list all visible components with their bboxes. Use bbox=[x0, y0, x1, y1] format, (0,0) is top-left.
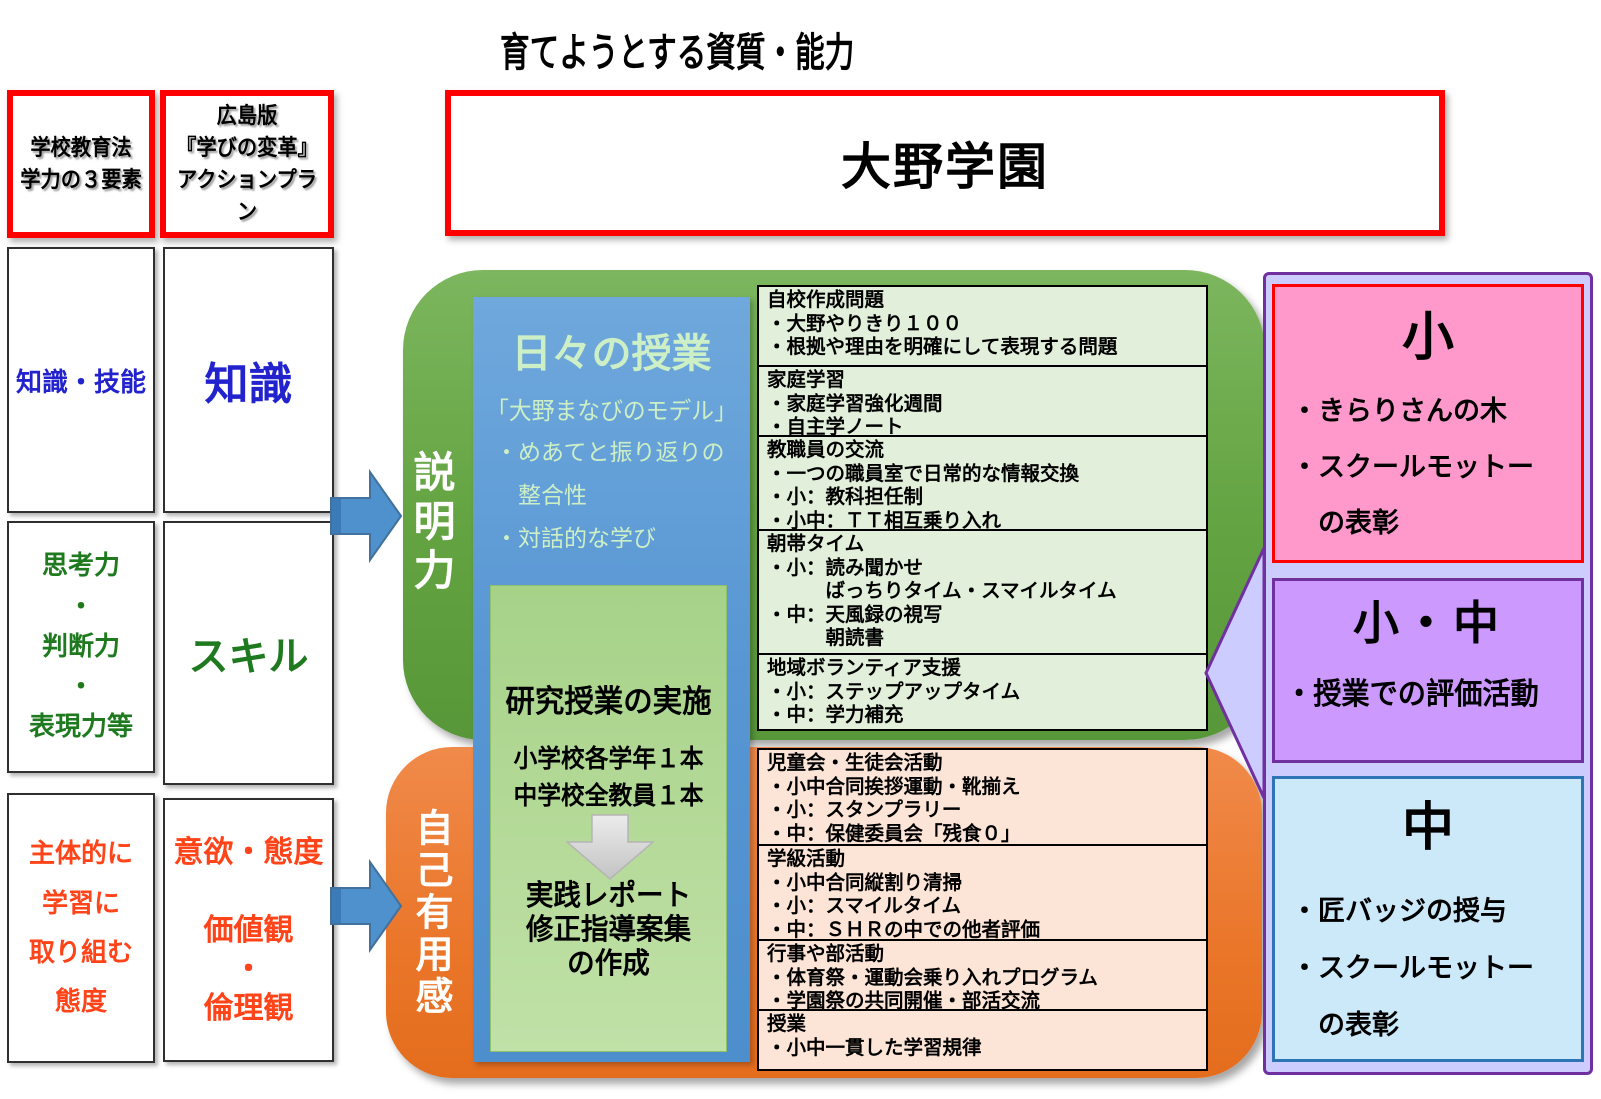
cell-knowledge-skills: 知識・技能 bbox=[7, 247, 155, 513]
elementary-title: 小 bbox=[1401, 309, 1454, 367]
cell-motivation-values: 意欲・態度 価値観 ・ 倫理観 bbox=[163, 798, 334, 1062]
school-name: 大野学園 bbox=[841, 139, 1049, 195]
table-row: 自校作成問題 ・大野やりきり１００ ・根拠や理由を明確にして表現する問題 bbox=[759, 287, 1206, 367]
framework-header-school-education-law: 学校教育法 学力の３要素 bbox=[7, 90, 155, 238]
cell-label: 意欲・態度 価値観 ・ 倫理観 bbox=[173, 835, 324, 1025]
school-name-box: 大野学園 bbox=[445, 90, 1445, 236]
table-row: 地域ボランティア支援 ・小：ステップアップタイム ・中：学力補充 bbox=[767, 657, 1021, 726]
table-row: 学級活動 ・小中合同縦割り清掃 ・小：スマイルタイム ・中：ＳＨＲの中での他者評… bbox=[759, 846, 1206, 941]
cell-thinking-judgement-expression: 思考力 ・ 判断力 ・ 表現力等 bbox=[7, 521, 155, 773]
junior-high-lines: ・匠バッジの授与 ・スクールモットー の表彰 bbox=[1291, 896, 1534, 1040]
cell-label: 知識 bbox=[204, 360, 293, 409]
right-arrow-icon bbox=[330, 468, 402, 564]
table-row: 行事や部活動 ・体育祭・運動会乗り入れプログラム ・学園祭の共同開催・部活交流 bbox=[759, 941, 1206, 1012]
framework-header-hiroshima-plan: 広島版 『学びの変革』 アクションプラン bbox=[160, 90, 334, 238]
cell-label: 主体的に 学習に 取り組む 態度 bbox=[28, 839, 133, 1017]
table-row: 教職員の交流 ・一つの職員室で日常的な情報交換 ・小：教科担任制 ・小中：ＴＴ相… bbox=[759, 437, 1206, 532]
cell-label: 思考力 ・ 判断力 ・ 表現力等 bbox=[28, 551, 133, 742]
framework-header-label: 広島版 『学びの変革』 アクションプラン bbox=[176, 103, 318, 224]
daily-lesson-bullets: ・めあてと振り返りの 整合性 ・対話的な学び bbox=[495, 439, 725, 551]
table-row: 児童会・生徒会活動 ・小中合同挨拶運動・靴揃え ・小：スタンプラリー ・中：保健… bbox=[759, 750, 1206, 846]
elementary-junior-title: 小・中 bbox=[1353, 597, 1503, 649]
left-arrow-icon bbox=[1204, 547, 1266, 799]
research-outcome: 実践レポート 修正指導案集 の作成 bbox=[525, 880, 692, 980]
explanation-measures-table: 自校作成問題 ・大野やりきり１００ ・根拠や理由を明確にして表現する問題 家庭学… bbox=[757, 285, 1208, 731]
cell-proactive-attitude: 主体的に 学習に 取り組む 態度 bbox=[7, 793, 155, 1063]
junior-high-awards-box: 中 ・匠バッジの授与 ・スクールモットー の表彰 bbox=[1272, 776, 1584, 1062]
cell-label: 知識・技能 bbox=[15, 367, 146, 397]
framework-header-label: 学校教育法 学力の３要素 bbox=[20, 135, 142, 192]
cell-knowledge: 知識 bbox=[163, 247, 334, 513]
down-arrow-icon bbox=[566, 814, 654, 880]
research-detail: 小学校各学年１本 中学校全教員１本 bbox=[513, 745, 704, 810]
table-row: 家庭学習 ・家庭学習強化週間 ・自主学ノート bbox=[759, 367, 1206, 438]
daily-lesson-title: 日々の授業 bbox=[511, 332, 712, 376]
daily-lesson-subtitle: 「大野まなびのモデル」 bbox=[486, 398, 737, 425]
self-usefulness-label: 自己有用感 bbox=[409, 808, 451, 1018]
elementary-awards-box: 小 ・きらりさんの木 ・スクールモットー の表彰 bbox=[1272, 284, 1584, 563]
elementary-junior-lines: ・授業での評価活動 bbox=[1285, 678, 1539, 711]
table-row: 授業 ・小中一貫した学習規律 bbox=[767, 1013, 982, 1059]
research-heading: 研究授業の実施 bbox=[505, 684, 712, 719]
right-arrow-icon bbox=[330, 858, 402, 954]
research-lesson-box: 研究授業の実施 小学校各学年１本 中学校全教員１本 実践レポート 修正指導案集 … bbox=[490, 585, 727, 1052]
explanation-power-label: 説明力 bbox=[408, 449, 455, 597]
elementary-lines: ・きらりさんの木 ・スクールモットー の表彰 bbox=[1291, 396, 1534, 538]
cell-skill: スキル bbox=[163, 521, 334, 785]
page-title: 育てようとする資質・能力 bbox=[500, 31, 855, 75]
junior-high-title: 中 bbox=[1401, 799, 1454, 857]
table-row: 朝帯タイム ・小：読み聞かせ ばっちりタイム・スマイルタイム ・中：天風録の視写… bbox=[759, 531, 1206, 655]
cell-label: スキル bbox=[188, 634, 309, 679]
self-usefulness-measures-table: 児童会・生徒会活動 ・小中合同挨拶運動・靴揃え ・小：スタンプラリー ・中：保健… bbox=[757, 748, 1208, 1071]
elementary-junior-box: 小・中 ・授業での評価活動 bbox=[1272, 578, 1584, 763]
